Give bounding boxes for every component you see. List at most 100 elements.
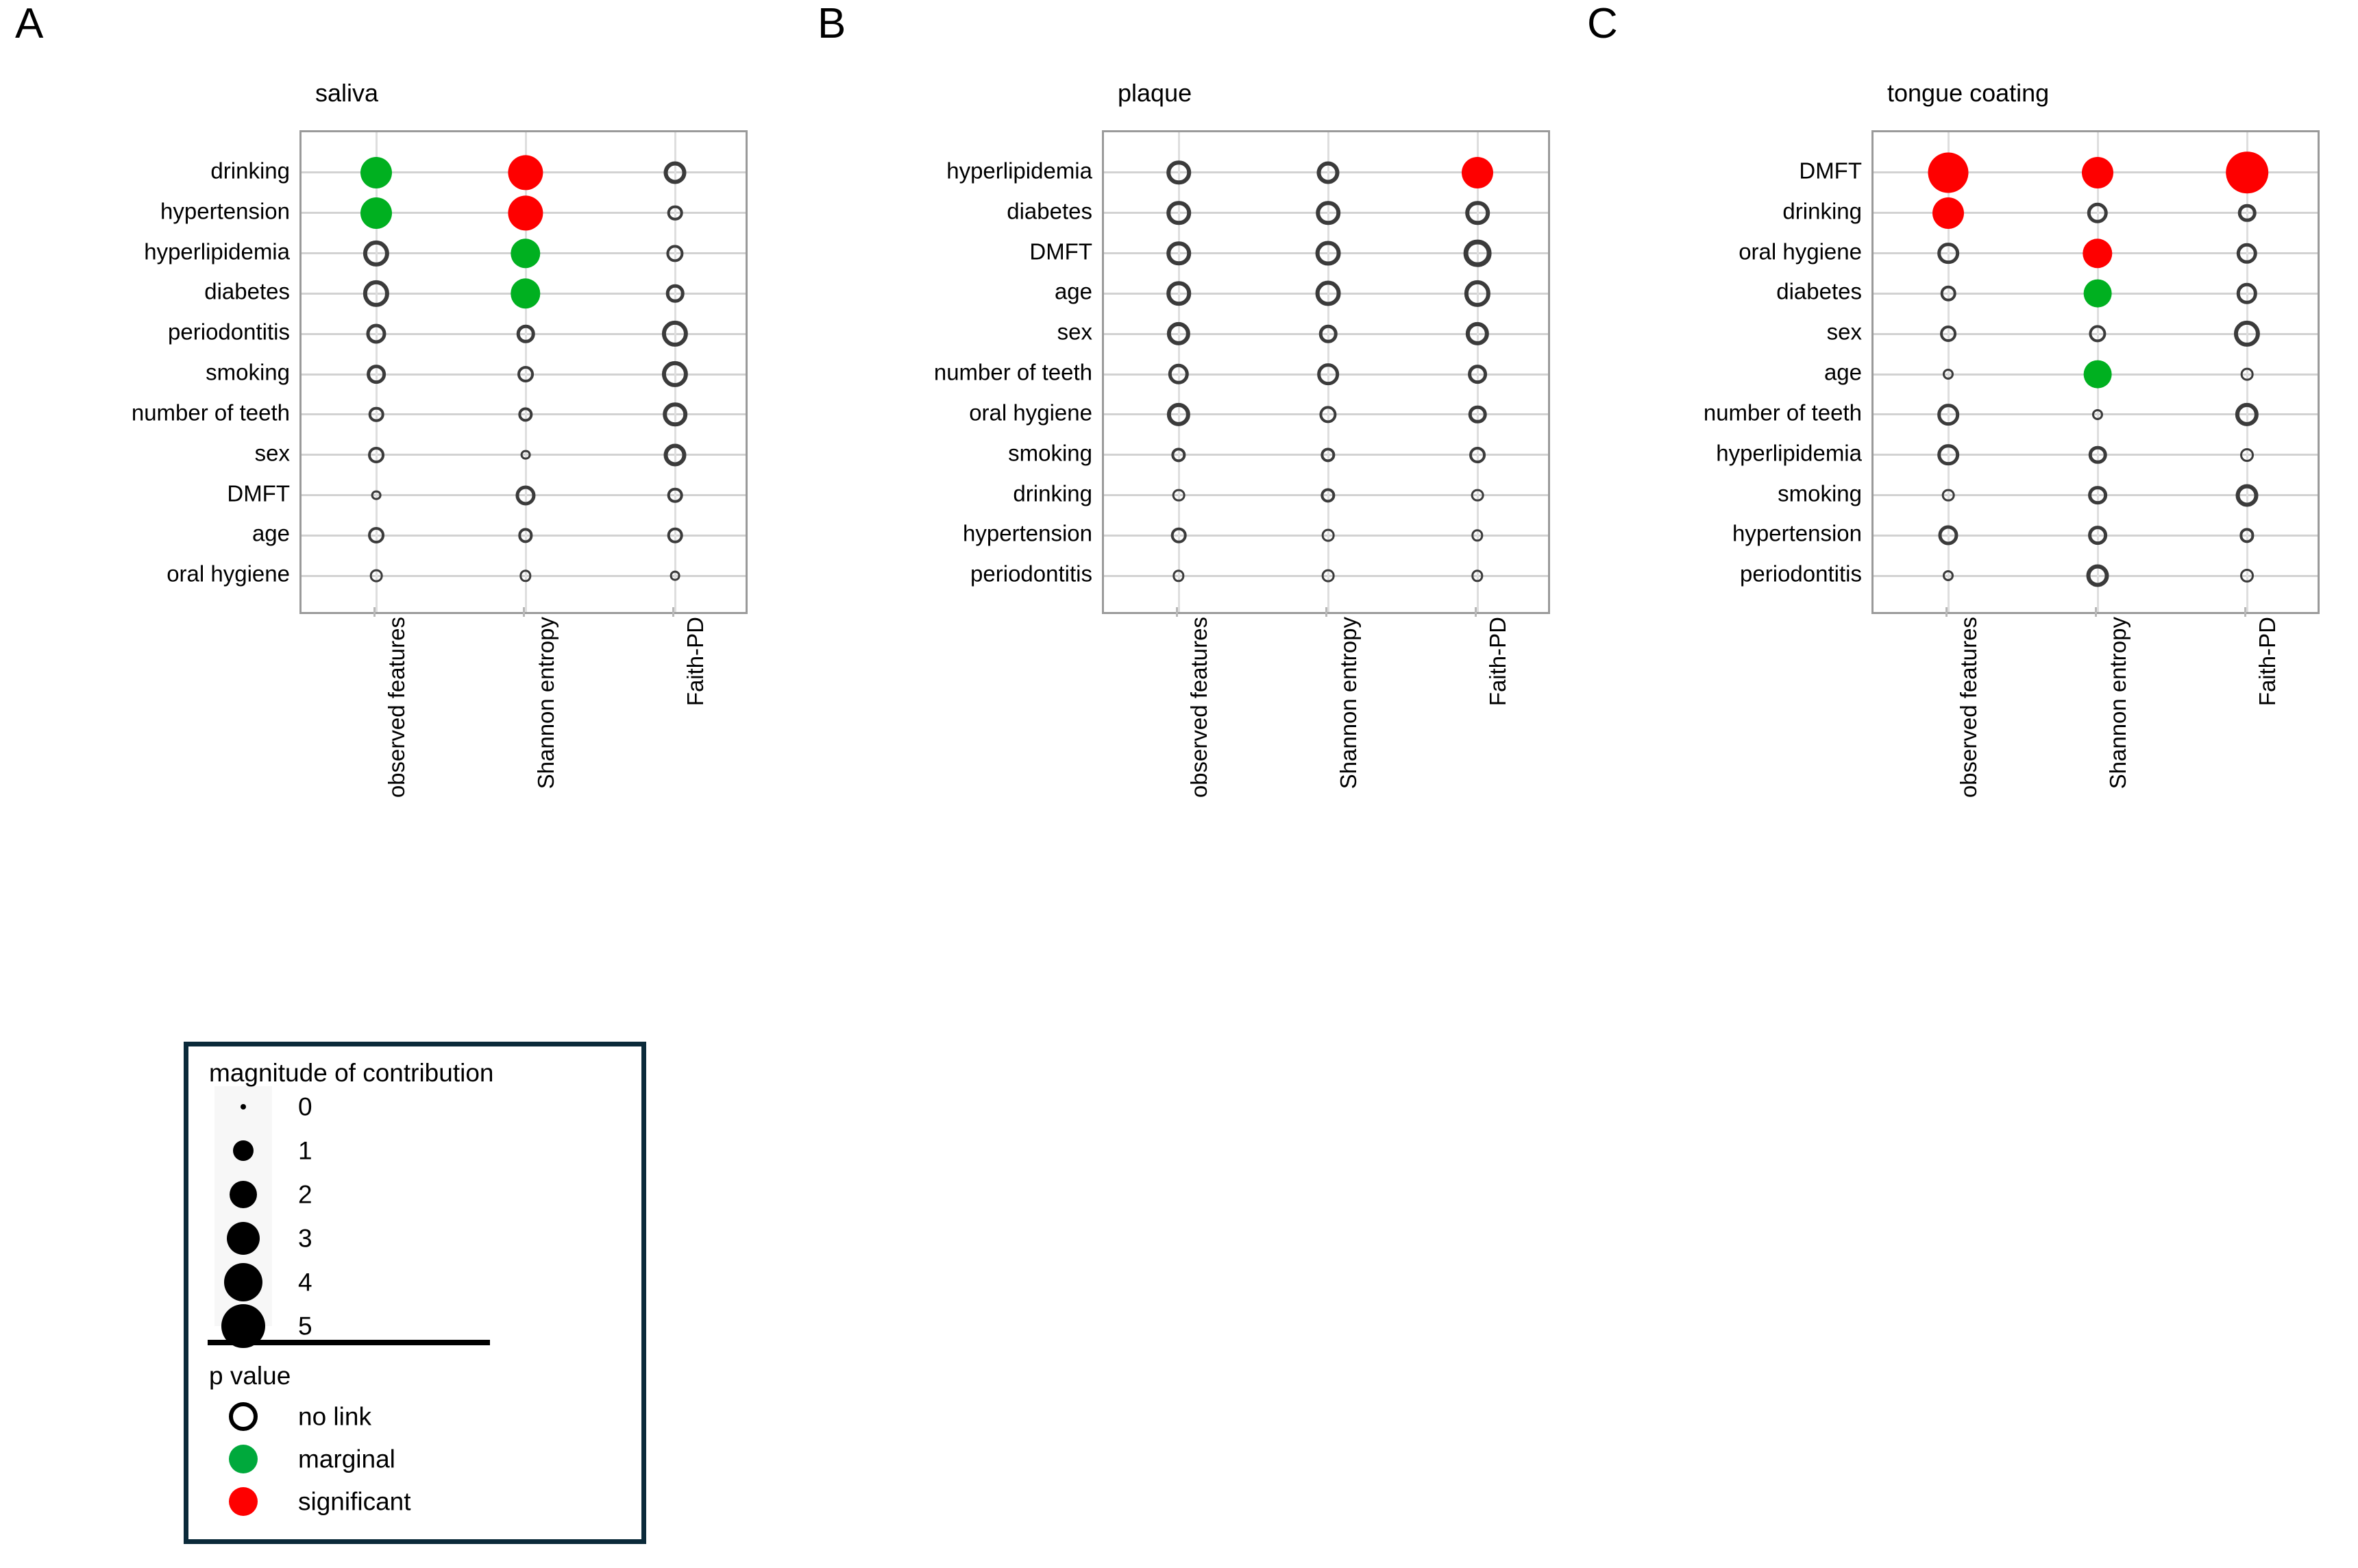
x-axis-tick: [373, 607, 376, 617]
data-point: [1166, 160, 1191, 185]
data-point: [1932, 197, 1964, 229]
legend-pvalue-title: p value: [209, 1362, 291, 1390]
x-axis-tick-label: Faith-PD: [683, 617, 708, 707]
data-point: [1463, 239, 1492, 267]
y-axis-tick-label: smoking: [1008, 440, 1092, 466]
data-point: [511, 238, 541, 269]
data-point: [1166, 200, 1191, 225]
data-point: [2235, 484, 2259, 506]
legend-magnitude-dot: [227, 1222, 260, 1255]
data-point: [663, 402, 687, 427]
data-point: [670, 570, 680, 581]
data-point: [1928, 152, 1969, 193]
y-axis-tick-label: DMFT: [1029, 238, 1092, 264]
y-axis-tick-label: drinking: [1013, 480, 1092, 506]
data-point: [1471, 489, 1484, 502]
data-point: [368, 446, 384, 463]
data-point: [1471, 569, 1484, 582]
y-axis-tick-label: hyperlipidemia: [1716, 440, 1862, 466]
y-axis-tick-label: diabetes: [1776, 278, 1862, 304]
y-axis-tick-label: diabetes: [1007, 198, 1092, 224]
x-axis-tick: [522, 607, 525, 617]
data-point: [667, 528, 683, 543]
legend-magnitude-label: 5: [298, 1312, 312, 1340]
data-point: [1469, 446, 1486, 463]
data-point: [2236, 283, 2258, 304]
data-point: [663, 443, 687, 467]
data-point: [2088, 445, 2107, 464]
data-point: [1170, 528, 1187, 543]
data-point: [1316, 161, 1340, 184]
data-point: [1940, 326, 1956, 343]
data-point: [1468, 405, 1487, 424]
y-axis-tick-label: sex: [1057, 319, 1092, 345]
data-point: [366, 323, 386, 344]
data-point: [1468, 365, 1487, 384]
y-axis-tick-label: sex: [254, 440, 290, 466]
y-axis-tick-label: age: [1823, 359, 1862, 385]
y-axis-tick-label: oral hygiene: [969, 400, 1092, 426]
data-point: [1172, 569, 1185, 582]
y-axis-tick-label: periodontitis: [1740, 561, 1862, 587]
data-point: [2083, 238, 2113, 269]
data-point: [518, 528, 533, 543]
x-axis-tick-label: Shannon entropy: [1336, 617, 1361, 789]
x-axis-tick-label: Shannon entropy: [2105, 617, 2130, 789]
data-point: [1321, 528, 1335, 542]
x-axis-tick: [1474, 607, 1477, 617]
x-axis-tick: [2094, 607, 2097, 617]
data-point: [1319, 406, 1337, 424]
y-axis-tick-label: DMFT: [227, 480, 290, 506]
legend-pvalue-dot: [229, 1487, 258, 1516]
data-point: [1166, 281, 1191, 306]
data-point: [368, 527, 384, 544]
x-axis-tick: [1945, 607, 1948, 617]
data-point: [363, 240, 390, 267]
x-axis-tick: [1175, 607, 1178, 617]
plot-area: [299, 130, 748, 614]
data-point: [1317, 363, 1339, 385]
data-point: [1168, 363, 1190, 385]
panel-letter-a: A: [15, 0, 44, 47]
legend-magnitude-label: 0: [298, 1092, 312, 1121]
data-point: [1937, 403, 1959, 426]
data-point: [369, 569, 383, 583]
x-axis-tick-label: observed features: [1956, 617, 1981, 798]
legend-magnitude-label: 2: [298, 1180, 312, 1209]
y-axis-tick-label: number of teeth: [933, 359, 1092, 385]
y-axis-tick-label: diabetes: [204, 278, 290, 304]
data-point: [2091, 408, 2104, 420]
data-point: [2237, 204, 2257, 222]
legend-magnitude-label: 3: [298, 1224, 312, 1253]
legend-pvalue-label: no link: [298, 1402, 371, 1431]
data-point: [2240, 569, 2254, 583]
data-point: [1471, 529, 1484, 542]
data-point: [1464, 280, 1491, 307]
x-axis-tick: [672, 607, 674, 617]
y-axis-tick-label: drinking: [1782, 198, 1862, 224]
data-point: [1942, 368, 1954, 380]
y-axis-tick-label: periodontitis: [970, 561, 1092, 587]
data-point: [515, 485, 536, 506]
data-point: [1938, 525, 1958, 546]
data-point: [663, 161, 687, 184]
data-point: [367, 365, 386, 384]
panel-letter-b: B: [818, 0, 846, 47]
legend-magnitude-dot: [224, 1263, 262, 1301]
plot-area: [1102, 130, 1550, 614]
data-point: [2083, 360, 2112, 389]
legend-magnitude-dot: [233, 1140, 254, 1161]
data-point: [360, 156, 392, 188]
x-axis-tick-label: observed features: [1186, 617, 1212, 798]
data-point: [360, 197, 392, 229]
data-point: [508, 155, 543, 191]
y-axis-tick-label: hyperlipidemia: [946, 158, 1092, 184]
plot-area: [1871, 130, 2320, 614]
